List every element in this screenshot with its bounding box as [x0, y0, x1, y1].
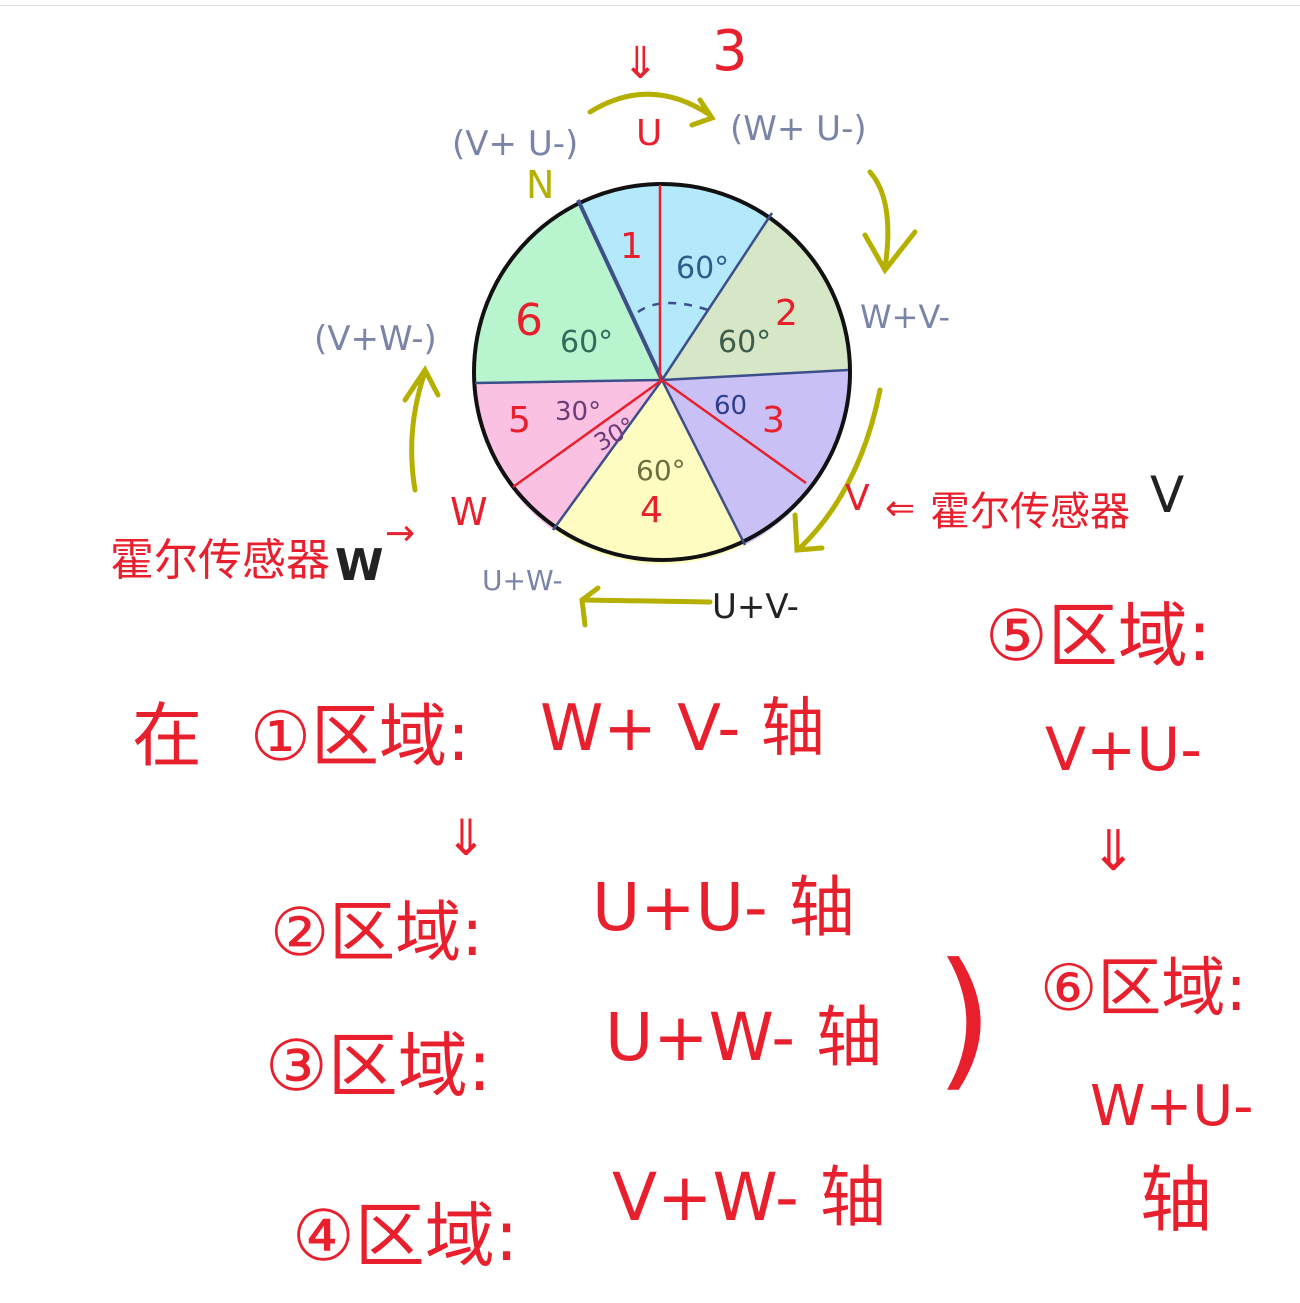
- sector-4-fill: [553, 380, 745, 565]
- sector-1-angle: 60°: [676, 251, 729, 286]
- spoke-left: [474, 378, 663, 385]
- dashed-arc: [637, 301, 709, 314]
- note-1-axis: W+ V- 轴: [540, 692, 825, 766]
- sector-5-angle: 30°: [555, 397, 601, 427]
- label-top-left: (V+ U-): [452, 124, 578, 164]
- hall-line-v: [661, 378, 807, 485]
- note-3-axis: U+W- 轴: [605, 999, 882, 1076]
- top-u-label: U: [636, 113, 662, 154]
- sector-2-number: 2: [775, 293, 798, 334]
- spoke-upper-left: [576, 199, 664, 381]
- label-top-right: (W+ U-): [730, 109, 867, 149]
- note-2-axis: U+U- 轴: [592, 869, 855, 946]
- label-bottom: U+V-: [712, 587, 799, 627]
- top-arrow-mark: ⇓: [622, 38, 659, 89]
- sensor-left-letter: W: [335, 540, 384, 591]
- note-6-axis: W+U-: [1090, 1074, 1254, 1139]
- note-bracket: ): [935, 932, 994, 1106]
- sector-2-fill: [662, 215, 849, 380]
- sensor-left-text: 霍尔传感器: [110, 535, 330, 586]
- sensor-left-target: W: [450, 490, 488, 534]
- arrow-left: [402, 365, 441, 493]
- note-arrow: ⇓: [445, 809, 487, 867]
- note-6-region: ⑥区域:: [1040, 952, 1247, 1026]
- sector-5-fill: [475, 380, 662, 530]
- top-border: [0, 5, 1300, 6]
- label-right: W+V-: [860, 298, 950, 336]
- top-number: 3: [712, 19, 748, 84]
- sector-4-angle: 60°: [636, 454, 686, 487]
- rotation-arrows: [402, 91, 918, 628]
- outer-circle: [472, 182, 852, 562]
- note-right-arrow: ⇓: [1090, 819, 1137, 884]
- sector-1-number: 1: [620, 226, 643, 267]
- note-4-axis: V+W- 轴: [612, 1159, 886, 1236]
- sector-3-angle: 60: [714, 391, 747, 421]
- label-left: (V+W-): [314, 319, 437, 359]
- spoke-lower-right: [660, 379, 747, 546]
- hall-line-w: [512, 378, 663, 489]
- hall-lines: [512, 185, 807, 489]
- arrow-top: [587, 91, 716, 128]
- n-mark: N: [526, 163, 554, 207]
- sensor-right-letter: V: [1150, 466, 1184, 524]
- spoke-right: [661, 368, 849, 382]
- note-1-prefix: 在: [132, 695, 202, 777]
- sector-1-fill: [580, 183, 770, 380]
- sector-3-number: 3: [762, 400, 785, 441]
- sector-2-angle: 60°: [718, 325, 771, 360]
- arrow-right-bottom: [792, 387, 883, 553]
- notes: 在 ①区域: W+ V- 轴 ⇓ ②区域: U+U- 轴 ③区域: U+W- 轴…: [132, 595, 1254, 1277]
- arrow-right-top: [862, 169, 918, 275]
- vector-spokes: [474, 199, 849, 546]
- arrow-bottom: [579, 585, 713, 628]
- note-6-axis-word: 轴: [1140, 1158, 1212, 1242]
- sector-6-number: 6: [515, 295, 543, 346]
- sensor-right-target: V: [845, 478, 870, 519]
- spoke-lower-left: [551, 379, 664, 531]
- sector-6-fill: [474, 203, 662, 383]
- sensor-left-arrow: →: [385, 513, 415, 554]
- note-3-region: ③区域:: [265, 1025, 491, 1107]
- sector-4-number: 4: [640, 490, 663, 531]
- sensor-right-arrow: ⇐: [885, 488, 915, 529]
- sensor-right-text: 霍尔传感器: [930, 489, 1130, 535]
- note-1-region: ①区域:: [250, 698, 470, 777]
- note-5-axis: V+U-: [1045, 715, 1202, 785]
- label-bottom-left: U+W-: [482, 564, 563, 597]
- spoke-upper-right: [660, 212, 774, 381]
- note-2-region: ②区域:: [270, 894, 483, 971]
- sector-6-angle: 60°: [560, 325, 613, 360]
- note-5-region: ⑤区域:: [985, 595, 1211, 677]
- sector-5-number: 5: [508, 400, 531, 441]
- note-4-region: ④区域:: [292, 1195, 518, 1277]
